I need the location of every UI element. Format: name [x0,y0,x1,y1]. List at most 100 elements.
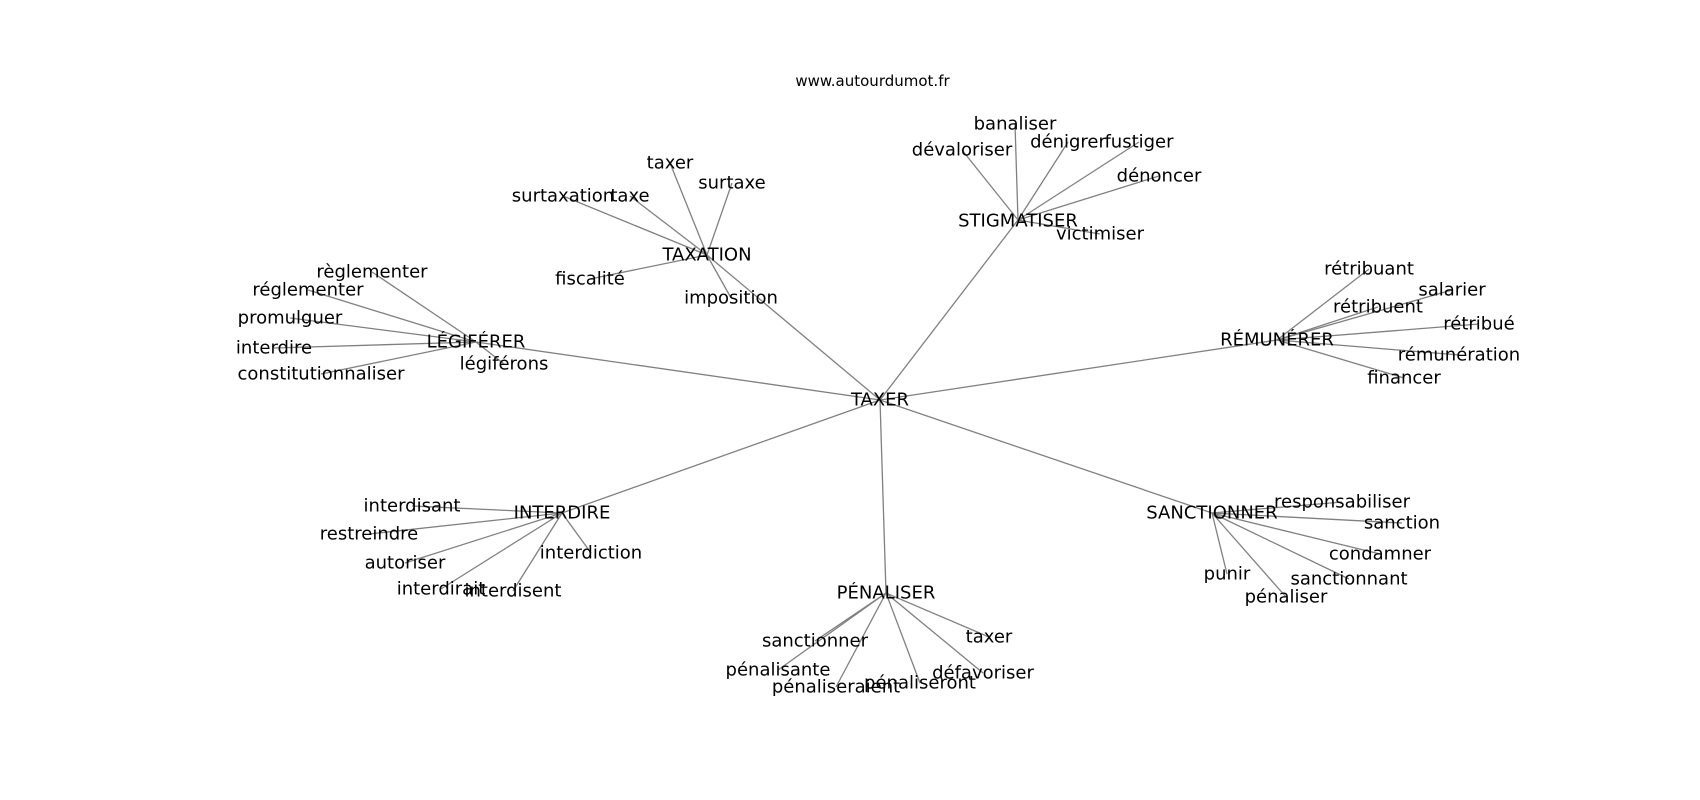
edge-hub-to-word [1276,323,1480,341]
related-word-node[interactable]: fustiger [1104,132,1174,153]
edge-hub-to-word [1017,219,1101,235]
edge-hub-to-word [1276,339,1405,379]
edge-hub-to-word [320,341,477,375]
edge-hub-to-word [289,317,477,343]
hub-word-node[interactable]: STIGMATISER [958,211,1078,232]
related-word-node[interactable]: rémunération [1398,345,1520,366]
related-word-node[interactable]: interdiction [540,543,642,564]
related-word-node[interactable]: banaliser [974,114,1057,135]
edge-hub-to-word [368,512,563,535]
graph-labels: TAXERTAXATIONtaxersurtaxesurtaxationtaxe… [236,114,1520,698]
edge-hub-to-word [1276,306,1379,341]
edge-hub-to-word [589,254,708,280]
related-word-node[interactable]: dénigrer [1030,132,1106,153]
hub-word-node[interactable]: PÉNALISER [837,582,936,604]
related-word-node[interactable]: financer [1367,368,1441,389]
edge-hub-to-word [885,592,990,638]
related-word-node[interactable]: taxe [610,186,649,207]
edge-center-to-hub [879,399,1213,514]
related-word-node[interactable]: taxer [966,627,1013,648]
edge-hub-to-word [706,254,732,299]
edge-hub-to-word [512,512,563,592]
edge-hub-to-word [1017,141,1069,221]
related-word-node[interactable]: rétribuent [1333,297,1423,318]
related-word-node[interactable]: sanctionnant [1290,569,1407,590]
related-word-node[interactable]: taxer [647,153,694,174]
hub-word-node[interactable]: LÉGIFÉRER [427,331,526,353]
edge-hub-to-word [273,341,477,349]
related-word-node[interactable]: sanction [1364,513,1440,534]
hub-word-node[interactable]: SANCTIONNER [1146,503,1277,524]
related-word-node[interactable]: rétribué [1443,314,1514,335]
edge-hub-to-word [307,289,477,343]
related-word-node[interactable]: rétribuant [1324,259,1414,280]
edge-hub-to-word [1211,512,1381,555]
edge-hub-to-word [1017,141,1140,221]
related-word-node[interactable]: restreindre [320,524,419,545]
related-word-node[interactable]: légiférons [460,354,549,375]
related-word-node[interactable]: pénaliser [1245,587,1328,608]
edge-hub-to-word [1211,512,1403,524]
related-word-node[interactable]: punir [1204,564,1251,585]
source-url[interactable]: www.autourdumot.fr [795,72,950,90]
related-word-node[interactable]: interdirait [397,579,486,600]
edge-center-to-hub [706,254,881,401]
related-word-node[interactable]: pénaliseront [864,673,976,694]
related-word-node[interactable]: surtaxe [698,173,765,194]
edge-center-to-hub [561,399,881,514]
related-word-node[interactable]: interdisant [364,496,461,517]
related-word-node[interactable]: dévaloriser [912,140,1013,161]
edge-hub-to-word [561,512,592,554]
related-word-node[interactable]: victimiser [1056,224,1145,245]
related-word-node[interactable]: dénoncer [1117,166,1202,187]
related-word-node[interactable]: défavoriser [932,663,1034,684]
edge-hub-to-word [885,592,921,684]
edge-hub-to-word [1211,512,1228,575]
center-word-node[interactable]: TAXER [850,390,909,411]
edge-hub-to-word [706,182,733,256]
related-word-node[interactable]: promulguer [238,308,343,329]
related-word-node[interactable]: interdisent [465,581,562,602]
edge-hub-to-word [371,271,477,343]
edge-hub-to-word [440,512,563,590]
edge-hub-to-word [1276,268,1370,341]
edge-center-to-hub [879,219,1019,401]
related-word-node[interactable]: règlementer [316,262,428,283]
edge-hub-to-word [1014,123,1019,221]
related-word-node[interactable]: pénalisante [726,660,831,681]
related-word-node[interactable]: condamner [1329,544,1432,565]
edge-hub-to-word [1211,512,1350,580]
edge-hub-to-word [885,592,984,674]
edge-hub-to-word [562,195,708,256]
related-word-node[interactable]: imposition [684,288,778,309]
edge-hub-to-word [669,162,708,256]
edge-hub-to-word [777,592,887,671]
hub-word-node[interactable]: TAXATION [661,245,751,266]
related-word-node[interactable]: réglementer [252,280,364,301]
related-word-node[interactable]: surtaxation [512,186,614,207]
edge-center-to-hub [879,339,1278,401]
related-word-node[interactable]: sanctionner [762,631,869,652]
edge-hub-to-word [629,195,708,256]
edge-hub-to-word [961,149,1019,221]
related-word-node[interactable]: autoriser [365,553,446,574]
graph-edges [273,123,1480,688]
related-word-node[interactable]: responsabiliser [1274,492,1411,513]
edge-hub-to-word [1017,175,1160,221]
edge-hub-to-word [411,505,563,514]
edge-hub-to-word [835,592,887,688]
edge-center-to-hub [879,399,887,594]
edge-hub-to-word [1276,289,1453,341]
related-word-node[interactable]: pénaliseraient [772,677,900,698]
edge-center-to-hub [475,341,881,401]
hub-word-node[interactable]: RÉMUNÉRER [1220,329,1334,351]
hub-word-node[interactable]: INTERDIRE [514,503,611,524]
related-word-node[interactable]: constitutionnaliser [238,364,406,385]
related-word-node[interactable]: interdire [236,338,312,359]
related-word-node[interactable]: salarier [1418,280,1486,301]
related-word-node[interactable]: fiscalité [555,269,625,290]
edge-hub-to-word [404,512,563,564]
edge-hub-to-word [475,341,505,365]
edge-hub-to-word [1211,512,1287,598]
